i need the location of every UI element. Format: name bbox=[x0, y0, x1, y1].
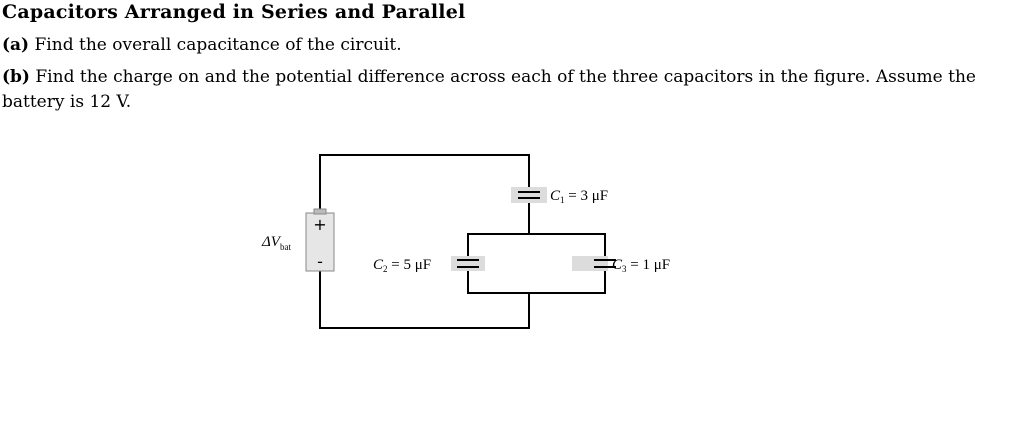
capacitor-c2 bbox=[451, 256, 485, 271]
part-a-label: (a) bbox=[2, 35, 30, 55]
battery: + - bbox=[305, 208, 335, 272]
problem-title: Capacitors Arranged in Series and Parall… bbox=[2, 1, 466, 23]
circuit-wires bbox=[319, 154, 606, 329]
battery-label: ΔVbat bbox=[261, 234, 291, 252]
part-b-text: Find the charge on and the potential dif… bbox=[2, 67, 976, 112]
c3-highlight bbox=[572, 256, 608, 271]
c3-label: C3 = 1 μF bbox=[612, 257, 670, 274]
part-a-text: Find the overall capacitance of the circ… bbox=[34, 35, 402, 55]
bottom-wire bbox=[319, 271, 530, 329]
c1-highlight bbox=[511, 187, 547, 203]
top-wire bbox=[319, 154, 530, 213]
battery-body bbox=[305, 212, 335, 272]
c2-highlight bbox=[451, 256, 485, 271]
parallel-bottom-wire bbox=[467, 269, 606, 294]
battery-plus: + bbox=[313, 215, 326, 234]
part-b-label: (b) bbox=[2, 67, 30, 87]
parallel-top-wire bbox=[467, 233, 606, 258]
capacitor-c3 bbox=[572, 256, 616, 271]
part-a: (a) Find the overall capacitance of the … bbox=[2, 33, 402, 58]
c1-label: C1 = 3 μF bbox=[550, 188, 608, 205]
battery-minus: - bbox=[317, 252, 323, 271]
battery-terminal bbox=[313, 208, 327, 215]
c2-label: C2 = 5 μF bbox=[373, 257, 431, 274]
part-b: (b) Find the charge on and the potential… bbox=[2, 65, 992, 115]
capacitor-c1 bbox=[511, 187, 547, 203]
